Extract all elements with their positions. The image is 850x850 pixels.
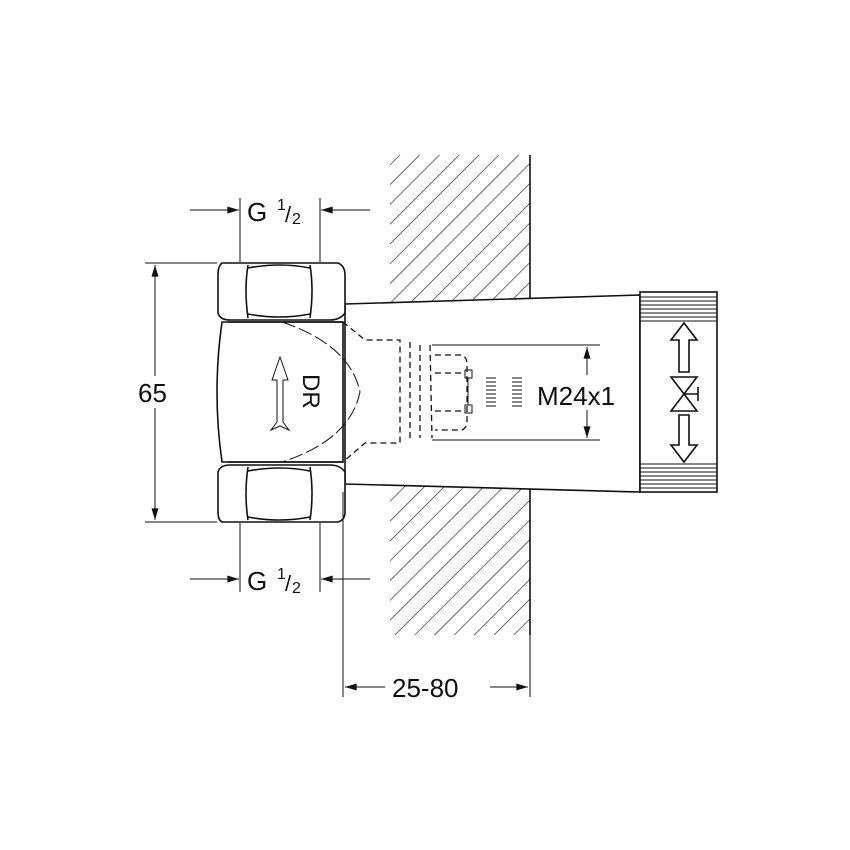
top-thread-slash: / bbox=[285, 202, 292, 227]
valve-body: DR bbox=[216, 262, 361, 523]
top-thread-dimension: G 1 / 2 bbox=[190, 197, 370, 262]
height-dimension: 65 bbox=[135, 262, 217, 523]
bottom-thread-slash: / bbox=[285, 571, 292, 596]
spindle-thread-label: M24x1 bbox=[537, 381, 615, 411]
thread-marks bbox=[486, 377, 522, 407]
extension-sleeve: M24x1 bbox=[342, 294, 641, 493]
height-label: 65 bbox=[138, 378, 167, 408]
up-down-arrows-icon bbox=[669, 321, 699, 464]
wall-depth-dimension: 25-80 bbox=[342, 492, 531, 703]
bottom-thread-label: G bbox=[247, 566, 267, 596]
valve-cap bbox=[639, 291, 718, 493]
body-marking: DR bbox=[297, 374, 324, 409]
bottom-thread-numerator: 1 bbox=[277, 566, 286, 583]
top-thread-label: G bbox=[247, 197, 267, 227]
wall-depth-label: 25-80 bbox=[392, 673, 459, 703]
bottom-thread-dimension: G 1 / 2 bbox=[190, 523, 370, 597]
top-thread-numerator: 1 bbox=[277, 197, 286, 214]
bottom-thread-denominator: 2 bbox=[292, 580, 301, 597]
flow-arrow-icon bbox=[269, 355, 291, 432]
top-thread-denominator: 2 bbox=[292, 211, 301, 228]
valve-symbol-icon bbox=[669, 376, 699, 412]
